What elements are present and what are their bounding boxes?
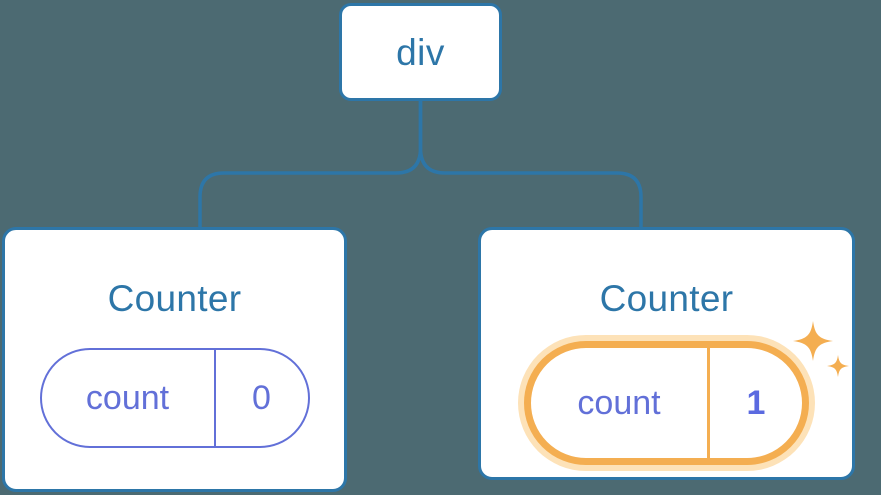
node-counter-right[interactable]: Counter count 1 <box>478 227 855 480</box>
state-value-right: 1 <box>746 384 766 422</box>
node-counter-right-title: Counter <box>599 278 734 319</box>
node-counter-left[interactable]: Counter count 0 <box>2 227 347 492</box>
state-pill-divider-left <box>213 350 216 446</box>
node-div-label: div <box>396 31 445 73</box>
state-value-left: 0 <box>252 379 271 417</box>
state-pill-wrap-right: count 1 <box>524 321 849 465</box>
node-counter-left-title: Counter <box>107 278 242 319</box>
state-pill-right[interactable]: count 1 <box>524 341 809 465</box>
state-key-left: count <box>85 379 170 417</box>
state-pill-left[interactable]: count 0 <box>39 348 310 448</box>
state-pill-divider-right <box>707 348 710 458</box>
state-key-right: count <box>577 384 661 422</box>
node-div[interactable]: div <box>339 3 502 101</box>
state-pill-wrap-left: count 0 <box>39 348 310 448</box>
